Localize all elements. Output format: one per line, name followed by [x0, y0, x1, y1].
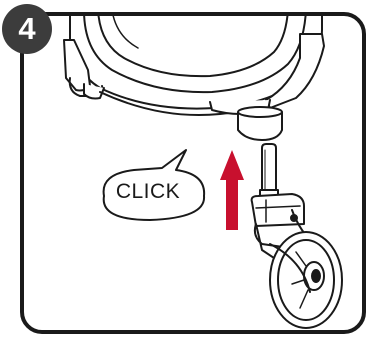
step-number-badge: 4 — [2, 4, 52, 54]
front-wheel-assembly — [252, 144, 342, 328]
stroller-seat-base — [64, 10, 324, 140]
arrow-up-icon — [220, 150, 244, 230]
callout-text: CLICK — [96, 180, 200, 204]
